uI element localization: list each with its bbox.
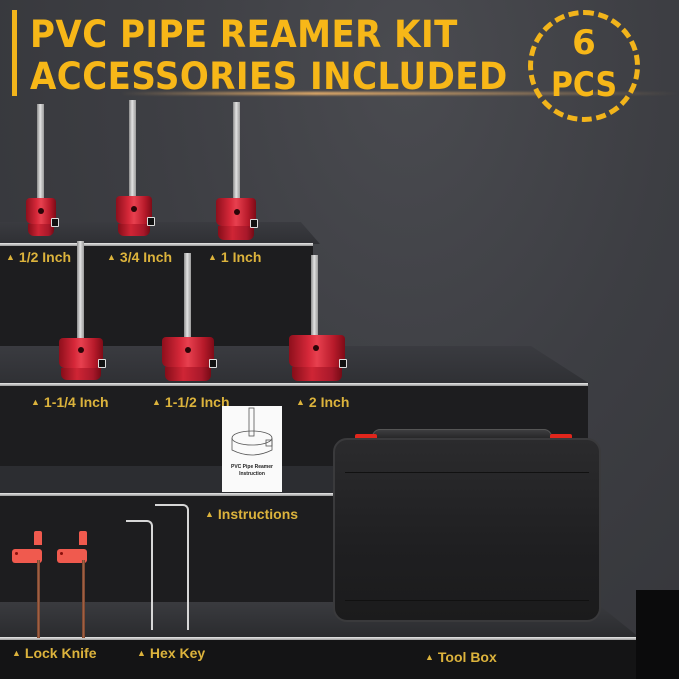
toolbox-seam-bottom [345, 600, 589, 601]
label-instructions: ▲Instructions [205, 506, 299, 522]
label-hex-key: ▲Hex Key [137, 645, 206, 661]
badge-unit: PCS [551, 65, 617, 105]
hex-key-short [126, 520, 153, 630]
label-half-inch: ▲1/2 Inch [6, 249, 72, 265]
label-one-half-inch: ▲1-1/2 Inch [152, 394, 230, 410]
title-line-2: ACCESSORIES INCLUDED [30, 55, 508, 98]
right-shadow [636, 590, 679, 679]
marker-triangle-icon: ▲ [425, 652, 434, 662]
label-one-inch: ▲1 Inch [208, 249, 262, 265]
laurel-badge-icon [528, 10, 640, 122]
step-1-edge [0, 243, 313, 246]
reamer-illustration-icon [231, 407, 273, 456]
marker-triangle-icon: ▲ [296, 397, 305, 407]
title-line-1: PVC PIPE REAMER KIT [30, 13, 458, 56]
step-3-top [0, 466, 340, 494]
light-streak [120, 92, 679, 95]
toolbox-case [333, 438, 601, 622]
marker-triangle-icon: ▲ [208, 252, 217, 262]
marker-triangle-icon: ▲ [12, 648, 21, 658]
step-2-edge [0, 383, 588, 386]
booklet-title: PVC Pipe Reamer Instruction [231, 464, 273, 477]
label-two-inch: ▲2 Inch [296, 394, 350, 410]
step-4-front [0, 640, 638, 679]
hex-key-long [155, 504, 189, 630]
marker-triangle-icon: ▲ [137, 648, 146, 658]
marker-triangle-icon: ▲ [31, 397, 40, 407]
instruction-booklet: PVC Pipe Reamer Instruction [222, 406, 282, 492]
toolbox-latch-right [550, 434, 572, 440]
label-three-quarter-inch: ▲3/4 Inch [107, 249, 173, 265]
label-one-quarter-inch: ▲1-1/4 Inch [31, 394, 109, 410]
marker-triangle-icon: ▲ [6, 252, 15, 262]
header-accent-bar [12, 10, 17, 96]
toolbox-latch-left [355, 434, 377, 440]
step-3-front [0, 496, 340, 606]
step-1-front [0, 246, 313, 346]
marker-triangle-icon: ▲ [205, 509, 214, 519]
toolbox-seam-top [345, 472, 589, 473]
marker-triangle-icon: ▲ [152, 397, 161, 407]
badge-count: 6 [572, 23, 596, 63]
step-4-edge [0, 637, 638, 640]
step-3-edge [0, 493, 340, 496]
label-tool-box: ▲Tool Box [425, 649, 497, 665]
label-lock-knife: ▲Lock Knife [12, 645, 97, 661]
marker-triangle-icon: ▲ [107, 252, 116, 262]
